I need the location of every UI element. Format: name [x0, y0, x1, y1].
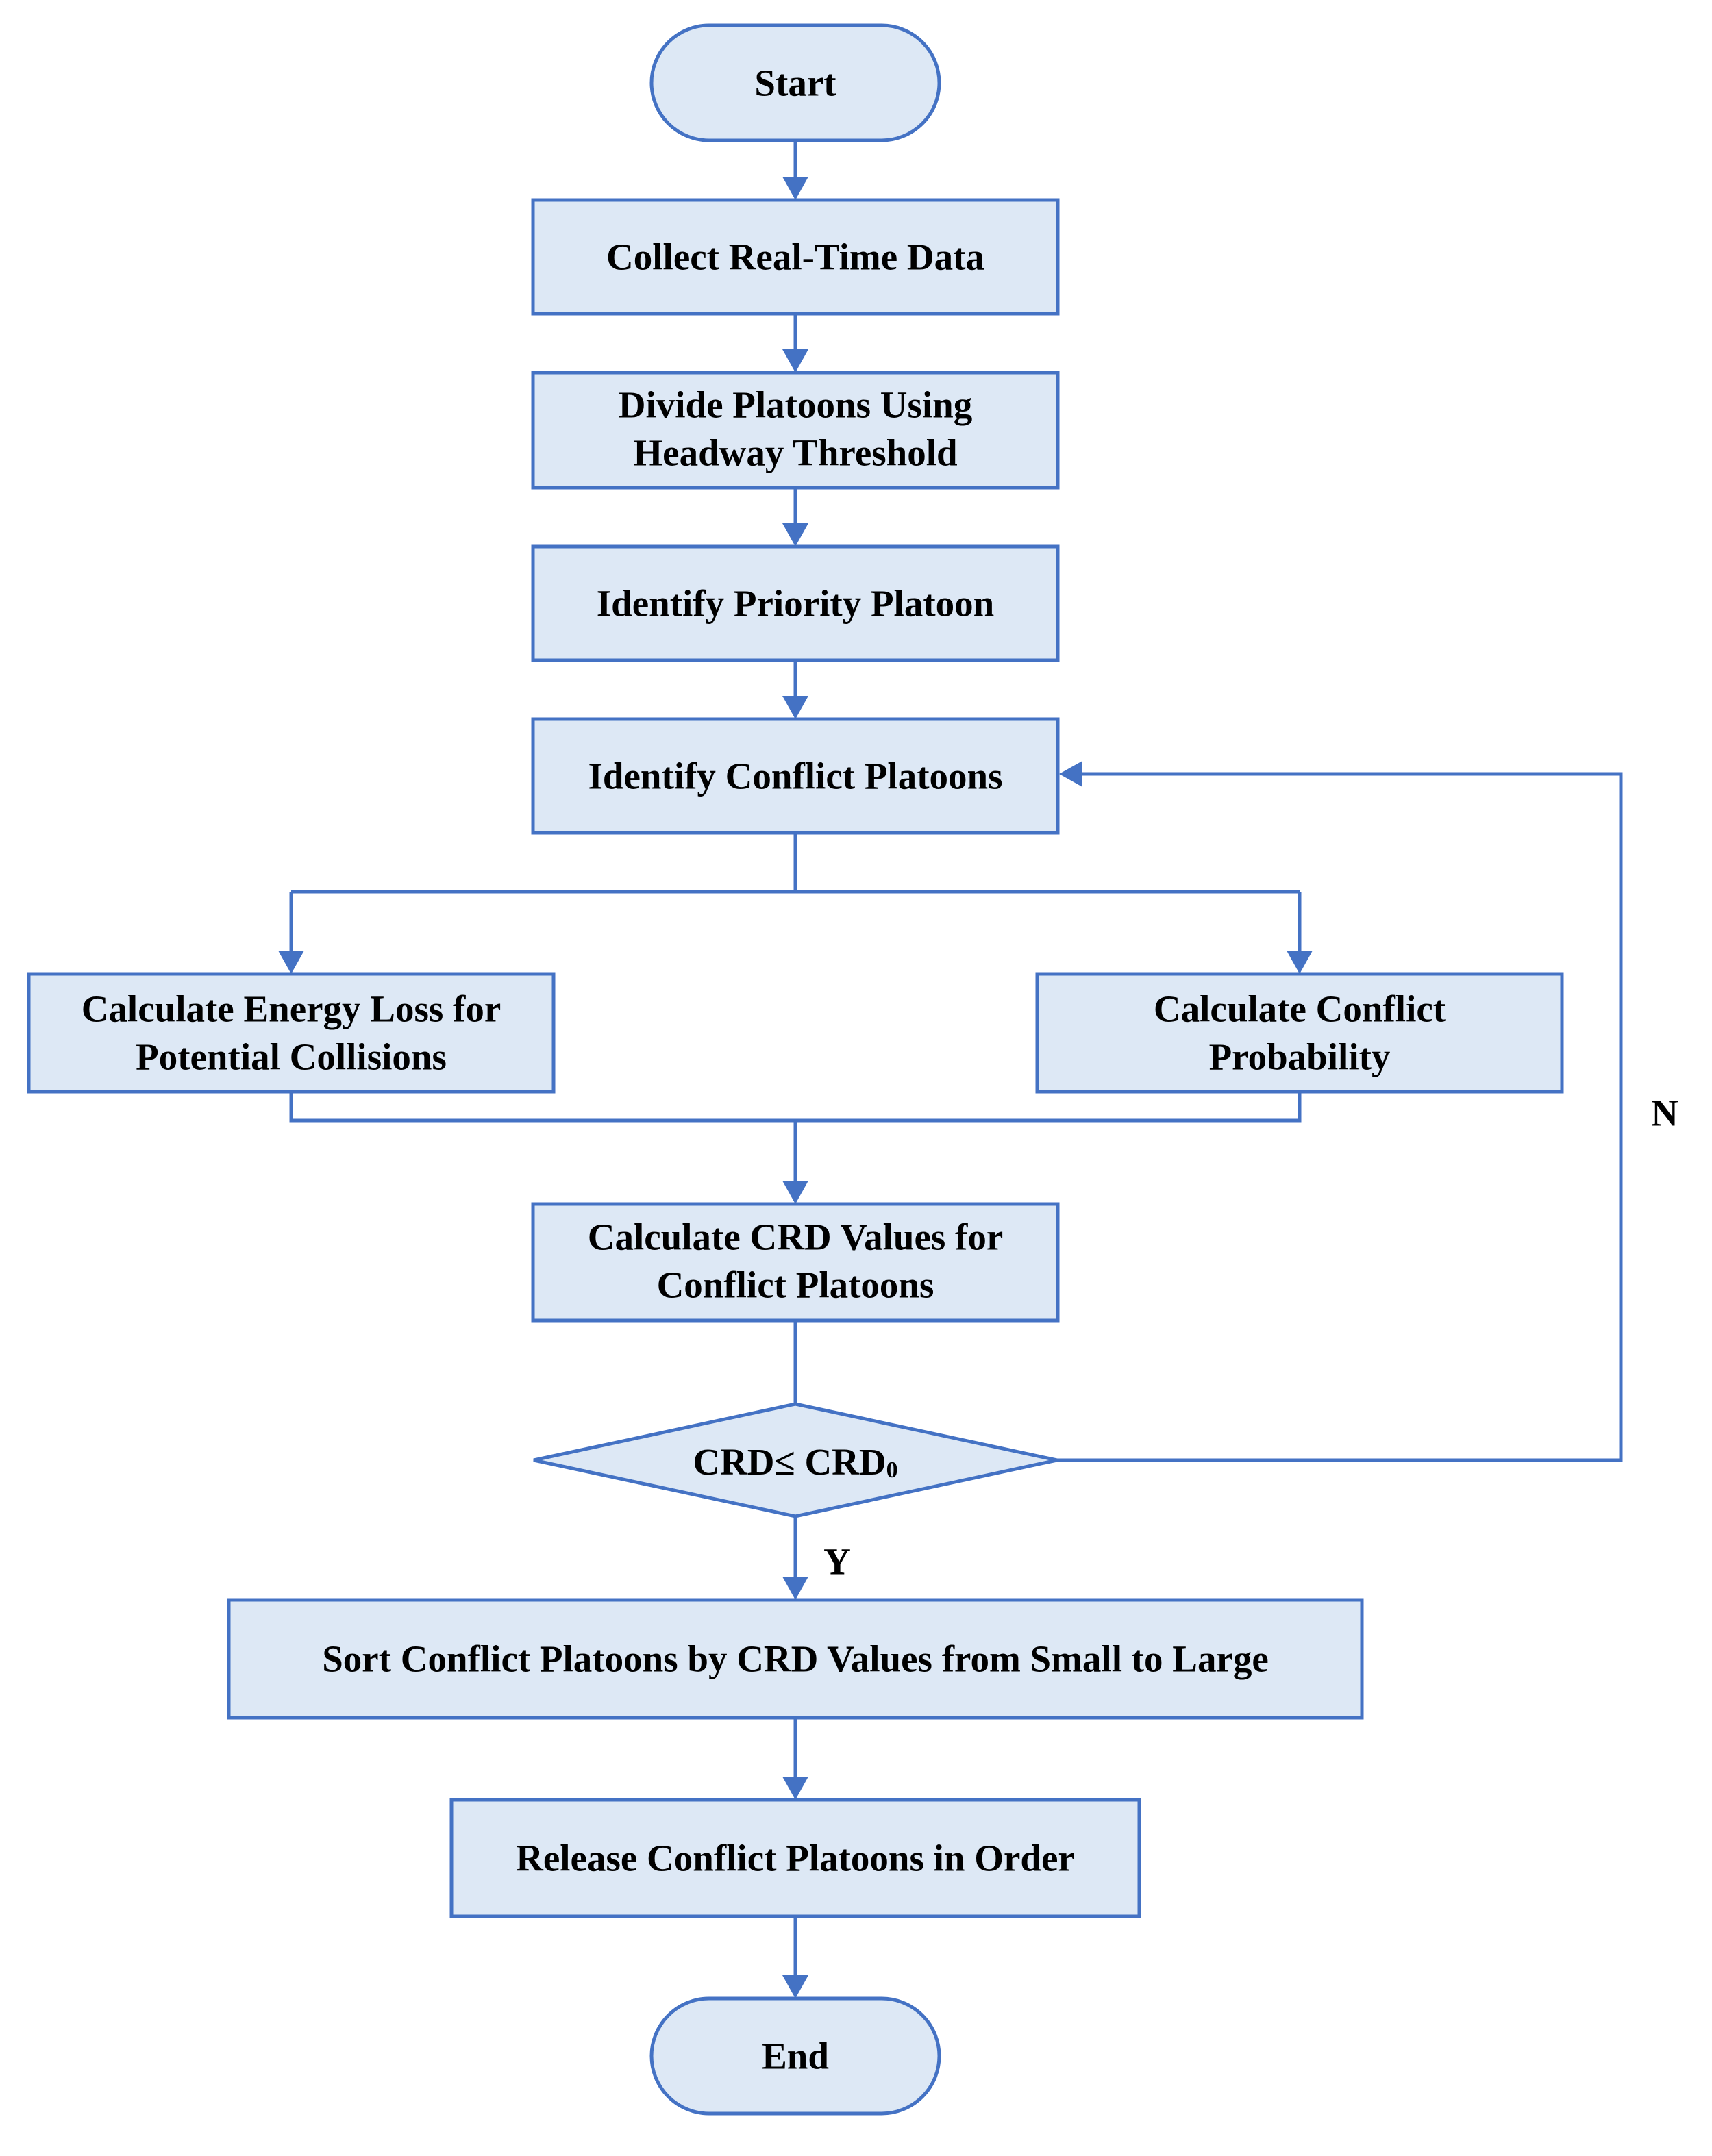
- sort-label: Sort Conflict Platoons by CRD Values fro…: [322, 1638, 1269, 1680]
- node-sort: Sort Conflict Platoons by CRD Values fro…: [227, 1598, 1364, 1720]
- conflict-prob-box: [1035, 972, 1564, 1094]
- arrowhead-conflict-prob: [1287, 951, 1313, 974]
- crd-values-label-line-2: Conflict Platoons: [657, 1264, 934, 1306]
- node-conflict-prob: Calculate Conflict Probability: [1035, 972, 1564, 1094]
- edge-label-no: N: [1651, 1092, 1678, 1134]
- node-identify-conflict: Identify Conflict Platoons: [531, 717, 1060, 835]
- collect-box: [531, 198, 1060, 316]
- node-decision: CRD≤ CRD0: [533, 1402, 1058, 1518]
- divide-label-line-2: Headway Threshold: [633, 432, 957, 474]
- decision-diamond: [533, 1402, 1058, 1518]
- collect-label: Collect Real-Time Data: [606, 236, 984, 278]
- node-identify-priority: Identify Priority Platoon: [531, 544, 1060, 662]
- arrowhead-priority: [782, 523, 808, 547]
- energy-loss-label-line-1: Calculate Energy Loss for: [82, 988, 501, 1030]
- node-collect: Collect Real-Time Data: [531, 198, 1060, 316]
- decision-label: CRD≤ CRD0: [693, 1441, 897, 1483]
- divide-label-line-1: Divide Platoons Using: [619, 384, 972, 426]
- node-release: Release Conflict Platoons in Order: [449, 1798, 1141, 1918]
- identify-priority-box: [531, 544, 1060, 662]
- end-terminal: [649, 1996, 941, 2116]
- conflict-prob-label-line-1: Calculate Conflict: [1154, 988, 1446, 1030]
- energy-loss-label-line-2: Potential Collisions: [136, 1036, 447, 1078]
- identify-conflict-label: Identify Conflict Platoons: [588, 755, 1003, 797]
- start-terminal: [649, 23, 941, 142]
- conflict-prob-label-line-2: Probability: [1209, 1036, 1391, 1078]
- decision-subscript: 0: [886, 1457, 898, 1483]
- node-crd-values: Calculate CRD Values for Conflict Platoo…: [531, 1202, 1060, 1323]
- edge-conflict-split: [289, 833, 1302, 957]
- edge-label-yes: Y: [823, 1541, 851, 1583]
- divide-box: [531, 371, 1060, 490]
- node-end: End: [649, 1996, 941, 2116]
- edges: [278, 140, 1623, 1998]
- edge-merge: [289, 1092, 1302, 1188]
- arrowhead-collect: [782, 177, 808, 200]
- crd-values-label-line-1: Calculate CRD Values for: [588, 1216, 1004, 1258]
- node-divide: Divide Platoons Using Headway Threshold: [531, 371, 1060, 490]
- arrowhead-loop: [1059, 761, 1082, 787]
- decision-main: CRD≤ CRD: [693, 1441, 886, 1483]
- arrowhead-conflict: [782, 696, 808, 719]
- identify-conflict-box: [531, 717, 1060, 835]
- edge-decision-loop: [1057, 772, 1623, 1462]
- node-energy-loss: Calculate Energy Loss for Potential Coll…: [27, 972, 556, 1094]
- arrowhead-sort: [782, 1577, 808, 1600]
- sort-box: [227, 1598, 1364, 1720]
- arrowhead-energy-loss: [278, 951, 304, 974]
- crd-values-box: [531, 1202, 1060, 1323]
- release-box: [449, 1798, 1141, 1918]
- node-start: Start: [649, 23, 941, 142]
- release-label: Release Conflict Platoons in Order: [516, 1838, 1075, 1879]
- arrowhead-end: [782, 1975, 808, 1998]
- arrowhead-divide: [782, 349, 808, 373]
- identify-priority-label: Identify Priority Platoon: [597, 583, 994, 625]
- energy-loss-box: [27, 972, 556, 1094]
- arrowhead-crd-values: [782, 1181, 808, 1204]
- arrowhead-release: [782, 1777, 808, 1800]
- end-label: End: [762, 2035, 829, 2077]
- start-label: Start: [754, 62, 836, 104]
